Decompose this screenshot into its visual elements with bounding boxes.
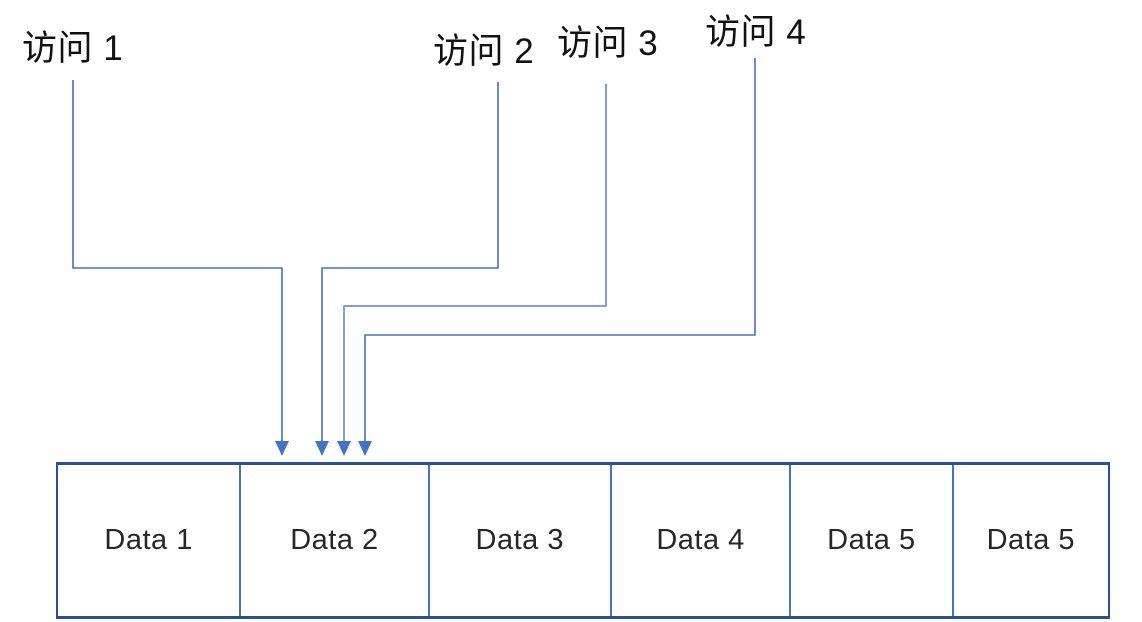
data-cell-1: Data 1 [58,465,239,616]
access-label-3: 访问 3 [557,24,659,63]
arrowhead-access-1-icon [275,441,289,456]
access-label-2: 访问 2 [433,32,535,71]
data-cell-3: Data 3 [427,465,610,616]
arrowhead-access-4-icon [358,441,372,456]
data-cell-4: Data 4 [609,465,789,616]
arrowhead-access-2-icon [315,441,329,456]
data-cell-4-label: Data 4 [656,524,745,556]
data-cell-6: Data 5 [951,465,1108,616]
access-label-1: 访问 1 [22,29,124,68]
data-cell-1-label: Data 1 [104,524,193,556]
connector-access-1 [72,80,283,441]
data-cell-6-label: Data 5 [986,524,1076,556]
data-cell-5-label: Data 5 [827,524,916,556]
connector-access-2 [321,82,499,441]
connector-access-4 [364,58,756,441]
data-cell-5: Data 5 [789,465,951,616]
data-cell-3-label: Data 3 [475,524,564,556]
data-cell-2-label: Data 2 [290,524,379,556]
arrowhead-access-3-icon [337,441,351,456]
data-cell-2: Data 2 [239,465,427,616]
data-array: Data 1 Data 2 Data 3 Data 4 Data 5 Data … [56,462,1110,619]
access-label-4: 访问 4 [705,13,807,52]
connector-access-3 [343,84,607,441]
